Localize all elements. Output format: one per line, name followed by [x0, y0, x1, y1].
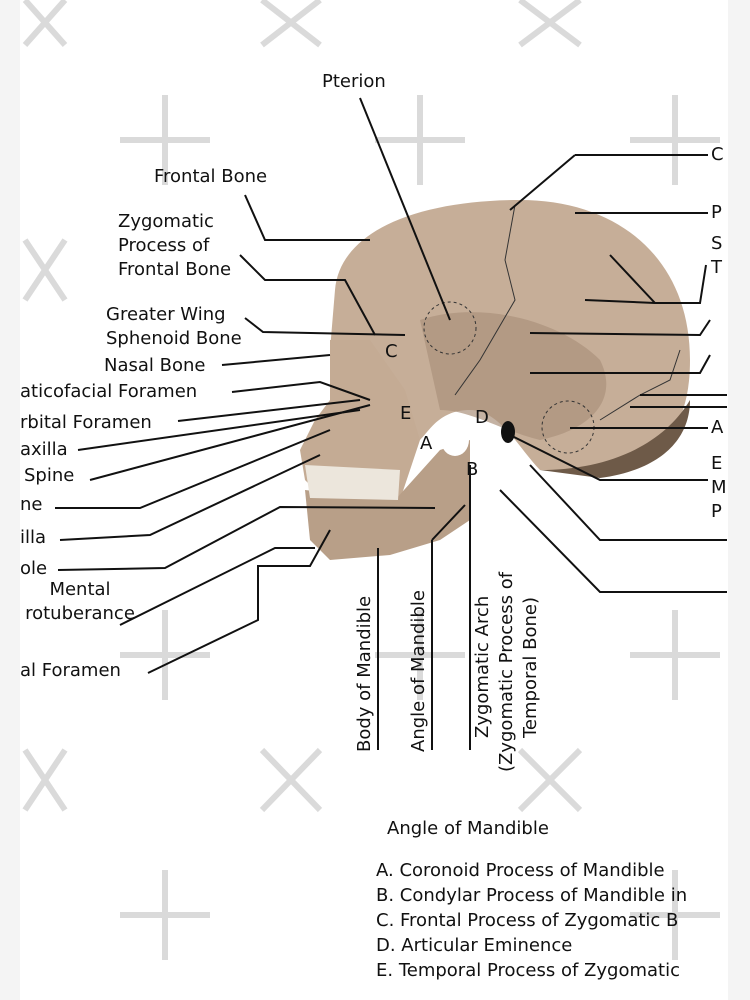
watermark: [22, 0, 720, 960]
label-pterion: Pterion: [322, 71, 386, 92]
label-zygomatic-arch: Zygomatic Arch: [472, 595, 493, 738]
label-right-2: P: [711, 202, 722, 223]
skull-letter-b: B: [466, 459, 479, 480]
suture: [454, 204, 681, 421]
skull-letter-a: A: [420, 433, 433, 454]
skull-letter-c: C: [385, 341, 398, 362]
mandible: [305, 440, 470, 560]
external-acoustic-meatus: [501, 421, 515, 443]
legend-title: Angle of Mandible: [387, 818, 549, 839]
label-right-5: E M P: [711, 453, 727, 522]
legend-item-d: D. Articular Eminence: [376, 935, 573, 956]
right-margin: [728, 0, 750, 1000]
label-zygomatic-arch-sub2: Temporal Bone): [520, 596, 541, 738]
label-mental-protuberance: Mental rotuberance: [25, 579, 135, 624]
legend-item-a: A. Coronoid Process of Mandible: [376, 860, 665, 881]
label-infraorbital-foramen: rbital Foramen: [20, 412, 152, 433]
label-ole: ole: [20, 558, 48, 579]
base-shadow: [540, 400, 690, 478]
label-right-1: C: [711, 144, 724, 165]
label-right-3: S T: [711, 233, 723, 278]
label-right-4: A: [711, 417, 724, 438]
skull: [300, 200, 690, 560]
legend-item-b: B. Condylar Process of Mandible in: [376, 885, 688, 906]
label-mental-foramen: al Foramen: [20, 660, 121, 681]
legend-item-c: C. Frontal Process of Zygomatic B: [376, 910, 679, 931]
label-nasal-spine: Spine: [24, 465, 75, 486]
label-zygomatic-arch-sub: (Zygomatic Process of: [496, 571, 517, 772]
legend-item-e: E. Temporal Process of Zygomatic: [376, 960, 680, 981]
face: [300, 340, 420, 505]
orbit-hole: [441, 424, 469, 456]
leader-lines: [55, 97, 727, 750]
label-zygomatic-process-frontal: Zygomatic Process of Frontal Bone: [118, 211, 232, 280]
temporal-shade: [420, 312, 607, 440]
label-zygomaticofacial-foramen: aticofacial Foramen: [20, 381, 198, 402]
label-greater-wing-sphenoid: Greater Wing Sphenoid Bone: [106, 304, 242, 349]
label-ne: ne: [20, 494, 43, 515]
label-maxilla: axilla: [20, 439, 68, 460]
label-body-of-mandible: Body of Mandible: [354, 595, 375, 752]
label-nasal-bone: Nasal Bone: [104, 355, 206, 376]
pterion-circle: [423, 301, 477, 355]
skull-letter-e: E: [400, 403, 412, 424]
skull-letter-d: D: [475, 407, 489, 428]
label-illa: illa: [20, 527, 47, 548]
label-frontal-bone: Frontal Bone: [154, 166, 268, 187]
teeth: [305, 465, 400, 500]
label-angle-of-mandible: Angle of Mandible: [408, 590, 429, 752]
